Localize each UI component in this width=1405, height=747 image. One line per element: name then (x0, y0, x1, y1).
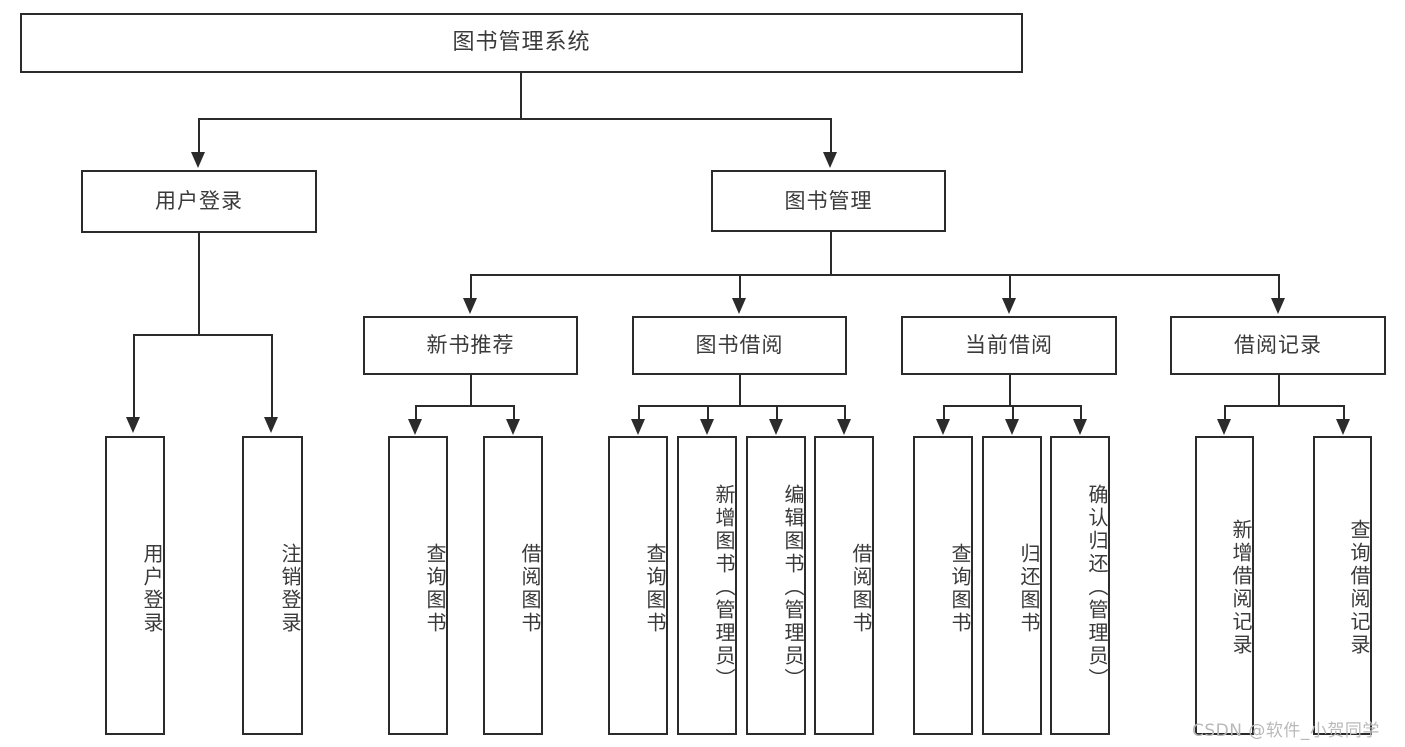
leaf-user-login-logout[interactable]: 注销登录 (242, 436, 303, 735)
connector-new-book-leaf-2 (513, 405, 515, 420)
connector-bm-to-book-borrow (739, 274, 741, 300)
connector-root-to-user-login (198, 118, 200, 154)
node-borrow-record[interactable]: 借阅记录 (1170, 316, 1386, 375)
arrowhead-current-borrow-leaf-2-icon (1005, 419, 1019, 435)
connector-book-management-stem (830, 232, 832, 274)
node-user-login[interactable]: 用户登录 (81, 170, 317, 233)
arrowhead-bm-new-book-icon (463, 298, 477, 314)
connector-current-borrow-leaf-1 (943, 405, 945, 420)
arrowhead-borrow-record-leaf-1-icon (1217, 419, 1231, 435)
connector-user-login-to-leaf-1 (133, 334, 135, 418)
leaf-new-book-borrow-book[interactable]: 借阅图书 (483, 436, 543, 735)
connector-bm-to-new-book (470, 274, 472, 300)
connector-book-borrow-leaf-2 (707, 405, 709, 420)
arrowhead-bm-current-borrow-icon (1002, 298, 1016, 314)
connector-user-login-bar (133, 334, 271, 336)
leaf-borrow-record-add-record[interactable]: 新增借阅记录 (1195, 436, 1254, 735)
leaf-user-login-login[interactable]: 用户登录 (105, 436, 165, 735)
arrowhead-user-login-leaf-2-icon (264, 417, 278, 433)
arrowhead-book-borrow-leaf-4-icon (837, 419, 851, 435)
connector-user-login-to-leaf-2 (271, 334, 273, 418)
connector-bm-to-borrow-record (1278, 274, 1280, 300)
connector-user-login-stem (198, 233, 200, 334)
leaf-current-borrow-return-book[interactable]: 归还图书 (982, 436, 1042, 735)
connector-book-borrow-bar (638, 405, 844, 407)
leaf-new-book-query-book[interactable]: 查询图书 (388, 436, 448, 735)
connector-root-bar (198, 118, 832, 120)
arrowhead-root-to-book-management-icon (823, 152, 837, 168)
connector-book-borrow-leaf-3 (776, 405, 778, 420)
arrowhead-book-borrow-leaf-3-icon (769, 419, 783, 435)
arrowhead-book-borrow-leaf-2-icon (700, 419, 714, 435)
connector-book-borrow-leaf-1 (638, 405, 640, 420)
connector-borrow-record-stem (1278, 375, 1280, 405)
arrowhead-new-book-leaf-2-icon (506, 419, 520, 435)
leaf-borrow-record-query-record[interactable]: 查询借阅记录 (1313, 436, 1372, 735)
connector-current-borrow-bar (943, 405, 1080, 407)
node-book-management[interactable]: 图书管理 (711, 170, 946, 232)
arrowhead-book-borrow-leaf-1-icon (631, 419, 645, 435)
arrowhead-bm-borrow-record-icon (1271, 298, 1285, 314)
leaf-current-borrow-confirm-return-admin[interactable]: 确认归还（管理员） (1050, 436, 1110, 735)
arrowhead-user-login-leaf-1-icon (126, 417, 140, 433)
connector-book-management-bar (470, 274, 1278, 276)
arrowhead-root-to-user-login-icon (191, 152, 205, 168)
leaf-book-borrow-borrow-book[interactable]: 借阅图书 (814, 436, 874, 735)
connector-borrow-record-leaf-1 (1224, 405, 1226, 420)
leaf-book-borrow-query-book[interactable]: 查询图书 (608, 436, 668, 735)
arrowhead-current-borrow-leaf-1-icon (936, 419, 950, 435)
arrowhead-current-borrow-leaf-3-icon (1073, 419, 1087, 435)
connector-root-to-book-management (830, 118, 832, 154)
node-root-book-management-system[interactable]: 图书管理系统 (20, 13, 1023, 73)
node-book-borrow[interactable]: 图书借阅 (632, 316, 847, 375)
arrowhead-borrow-record-leaf-2-icon (1336, 419, 1350, 435)
csdn-watermark: CSDN @软件_小贺同学 (1192, 721, 1380, 741)
connector-new-book-bar (415, 405, 513, 407)
arrowhead-new-book-leaf-1-icon (408, 419, 422, 435)
node-new-book-recommend[interactable]: 新书推荐 (363, 316, 578, 375)
connector-current-borrow-stem (1009, 375, 1011, 405)
connector-new-book-stem (470, 375, 472, 405)
leaf-book-borrow-edit-book-admin[interactable]: 编辑图书（管理员） (746, 436, 806, 735)
node-current-borrow[interactable]: 当前借阅 (901, 316, 1117, 375)
connector-borrow-record-bar (1224, 405, 1343, 407)
connector-current-borrow-leaf-3 (1080, 405, 1082, 420)
arrowhead-bm-book-borrow-icon (732, 298, 746, 314)
connector-root-stem (520, 73, 522, 118)
connector-new-book-leaf-1 (415, 405, 417, 420)
connector-current-borrow-leaf-2 (1012, 405, 1014, 420)
connector-book-borrow-stem (739, 375, 741, 405)
leaf-book-borrow-add-book-admin[interactable]: 新增图书（管理员） (677, 436, 737, 735)
leaf-current-borrow-query-book[interactable]: 查询图书 (913, 436, 973, 735)
connector-bm-to-current-borrow (1009, 274, 1011, 300)
connector-borrow-record-leaf-2 (1343, 405, 1345, 420)
connector-book-borrow-leaf-4 (844, 405, 846, 420)
